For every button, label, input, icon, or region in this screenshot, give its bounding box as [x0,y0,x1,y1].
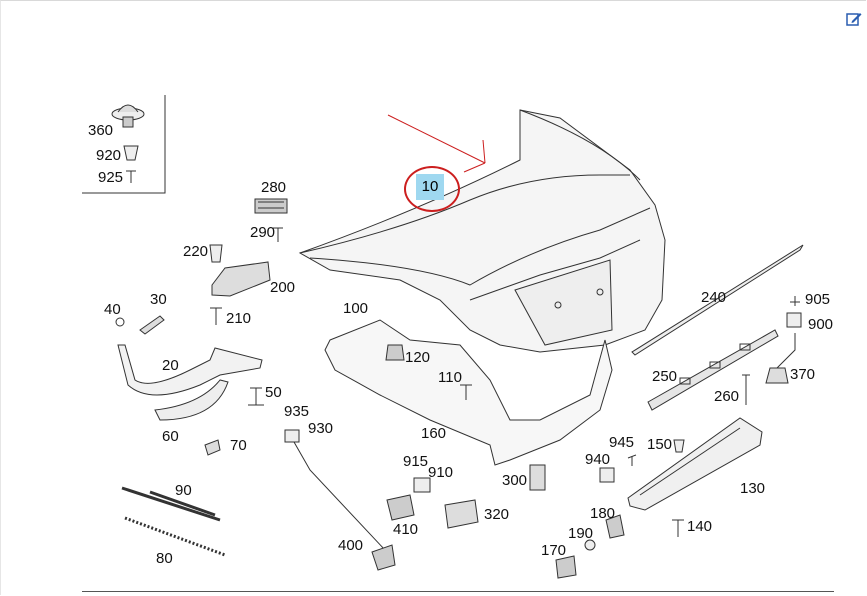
callout-400[interactable]: 400 [338,537,363,554]
callout-220[interactable]: 220 [183,243,208,260]
callout-320[interactable]: 320 [484,506,509,523]
callout-945[interactable]: 945 [609,434,634,451]
callout-80[interactable]: 80 [156,550,173,567]
callout-20[interactable]: 20 [162,357,179,374]
bottom-divider [82,591,834,592]
callout-210[interactable]: 210 [226,310,251,327]
part-920-clip [123,145,139,161]
callout-940[interactable]: 940 [585,451,610,468]
callout-910[interactable]: 910 [428,464,453,481]
callout-160[interactable]: 160 [421,425,446,442]
part-30-bolt [139,315,165,335]
callout-930[interactable]: 930 [308,420,333,437]
callout-130[interactable]: 130 [740,480,765,497]
part-320-button [444,499,479,529]
part-930-cable [289,434,386,551]
indicator-arrow [387,114,486,173]
part-910-clip [413,477,431,493]
callout-240[interactable]: 240 [701,289,726,306]
part-240-trim [631,244,804,356]
part-280-block [254,198,288,214]
part-300-bumper [529,464,546,491]
callout-190[interactable]: 190 [568,525,593,542]
callout-935[interactable]: 935 [284,403,309,420]
part-190-bulb [584,539,596,551]
part-70-rivet [204,439,221,456]
part-180-lamp [605,514,625,539]
part-220-clip [209,244,223,263]
part-10-trunk-lid [298,109,666,353]
callout-200[interactable]: 200 [270,279,295,296]
callout-170[interactable]: 170 [541,542,566,559]
callout-100[interactable]: 100 [343,300,368,317]
edit-icon[interactable] [846,11,862,27]
part-360-clip [111,104,145,128]
part-905-screw [790,296,800,306]
callout-360[interactable]: 360 [88,122,113,139]
part-210-screw [210,307,222,325]
callout-120[interactable]: 120 [405,349,430,366]
part-130-cover [627,417,763,511]
part-200-lock [211,261,271,297]
callout-260[interactable]: 260 [714,388,739,405]
callout-110[interactable]: 110 [438,369,462,386]
callout-925[interactable]: 925 [98,169,123,186]
callout-370[interactable]: 370 [790,366,815,383]
inset-box [82,95,166,194]
part-410-switch [386,494,415,521]
callout-915[interactable]: 915 [403,453,428,470]
part-370-latch [765,367,789,384]
callout-140[interactable]: 140 [687,518,712,535]
part-900-clip [786,312,802,328]
callout-70[interactable]: 70 [230,437,247,454]
callout-905[interactable]: 905 [805,291,830,308]
highlight-circle [404,166,460,212]
callout-410[interactable]: 410 [393,521,418,538]
callout-150[interactable]: 150 [647,436,672,453]
part-290-screw [273,227,283,242]
part-945-screw [627,454,637,466]
callout-180[interactable]: 180 [590,505,615,522]
part-140-screw [672,519,684,537]
part-40-nut [115,317,125,327]
part-260-screw [742,374,750,405]
callout-250[interactable]: 250 [652,368,677,385]
callout-30[interactable]: 30 [150,291,167,308]
part-120-clip [385,344,405,361]
callout-60[interactable]: 60 [162,428,179,445]
part-50-screw [248,387,264,406]
part-60-cover [154,379,229,421]
part-935-clip [284,429,300,443]
callout-900[interactable]: 900 [808,316,833,333]
callout-50[interactable]: 50 [265,384,282,401]
part-90-strut [121,486,221,522]
callout-290[interactable]: 290 [250,224,275,241]
callout-90[interactable]: 90 [175,482,192,499]
part-925-screw [126,170,136,183]
part-250-handle [647,329,779,411]
part-110-screw [460,384,472,400]
callout-280[interactable]: 280 [261,179,286,196]
part-80-spring [124,516,226,557]
part-940-clip [599,467,615,483]
part-20-hinge [117,344,263,396]
part-170-lamp [555,555,577,579]
part-150-clip [673,439,685,453]
callout-920[interactable]: 920 [96,147,121,164]
part-400-actuator [371,544,396,571]
callout-300[interactable]: 300 [502,472,527,489]
callout-40[interactable]: 40 [104,301,121,318]
